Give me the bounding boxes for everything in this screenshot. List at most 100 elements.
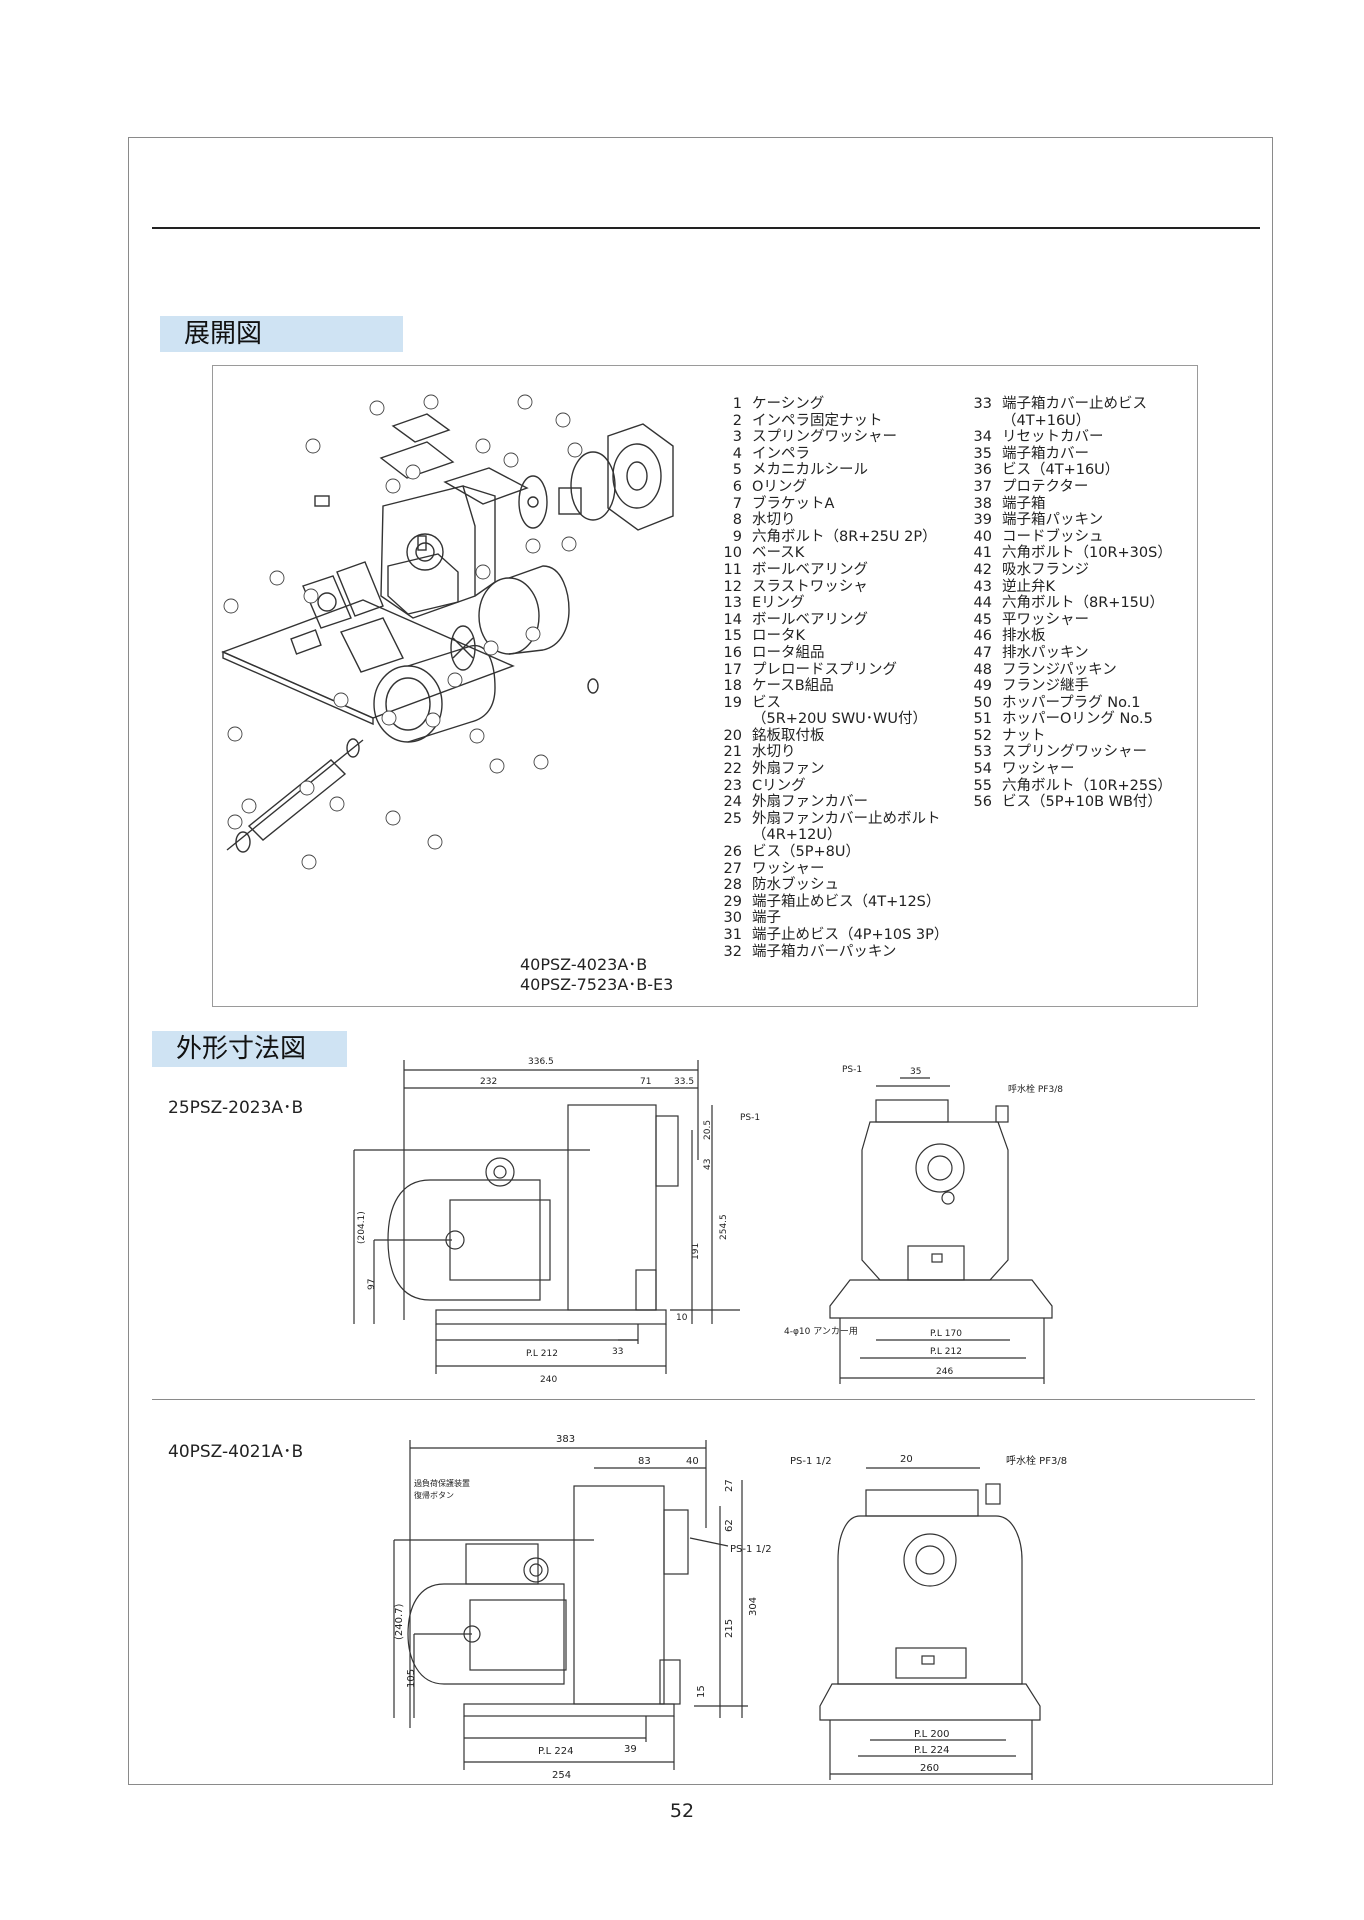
dimension-drawing-title: 外形寸法図 (152, 1031, 347, 1067)
m2-dim-bottom-offset: 39 (624, 1744, 637, 1755)
part-number: 46 (973, 628, 992, 645)
m1-ps-side: PS-1 (740, 1113, 760, 1123)
part-name: 吸水フランジ (1002, 561, 1089, 578)
exploded-diagram (221, 394, 674, 870)
part-number: 16 (723, 644, 742, 661)
part-number: 48 (973, 661, 992, 678)
part-number: 18 (723, 678, 742, 695)
part-number: 20 (723, 727, 742, 744)
part-name: スプリングワッシャー (752, 429, 897, 446)
part-number: 54 (973, 761, 992, 778)
m2-dim-a: 83 (638, 1456, 651, 1467)
part-number: 27 (723, 860, 742, 877)
m1-dim-h2: 97 (367, 1279, 377, 1290)
m1-dim-bottom-offset: 33 (612, 1347, 623, 1357)
part-number: 41 (973, 545, 992, 562)
m2-ps-side: PS-1 1/2 (730, 1544, 772, 1555)
m1-dim-h1: (204.1) (357, 1211, 367, 1244)
part-name: メカニカルシール (752, 462, 868, 479)
part-name: 六角ボルト（10R+30S） (1002, 545, 1172, 562)
model1-front-view: PS-1 35 呼水栓 PF3/8 4-φ10 アンカー用 P.L 170 P.… (784, 1065, 1063, 1384)
part-number: 53 (973, 744, 992, 761)
part-number: 34 (973, 429, 992, 446)
parts-list-row: 16 ロータ組品 (712, 645, 948, 662)
part-name: 防水ブッシュ (752, 877, 839, 894)
part-number: 43 (973, 578, 992, 595)
parts-list-row: （4T+16U） (962, 413, 1172, 430)
m2-dim-base: 254 (552, 1770, 571, 1781)
part-name: スラストワッシャ (752, 578, 868, 595)
part-number: 30 (723, 910, 742, 927)
part-number: 5 (732, 462, 742, 479)
part-name: 排水板 (1002, 628, 1046, 645)
m2-dim-h2: 105 (406, 1669, 417, 1688)
m1-dim-overall: 336.5 (528, 1057, 554, 1067)
page-number: 52 (669, 1800, 695, 1822)
m1-dim-h4: 191 (691, 1243, 701, 1260)
part-name: ロータ組品 (752, 644, 825, 661)
part-number: 33 (973, 396, 992, 412)
part-number (962, 413, 1002, 430)
part-number: 49 (973, 678, 992, 695)
part-name: 六角ボルト（8R+15U） (1002, 595, 1165, 612)
part-name: ナット (1002, 727, 1046, 744)
part-number: 26 (723, 844, 742, 861)
parts-list-row: 46 排水板 (962, 628, 1172, 645)
m2-front-width-top: 20 (900, 1454, 913, 1465)
m2-front-pl1: P.L 200 (914, 1729, 950, 1740)
part-name: Eリング (752, 595, 805, 612)
part-number: 7 (732, 495, 742, 512)
model2-name: 40PSZ-4021A･B (168, 1442, 304, 1462)
part-name: ビス（5P+10B WB付） (1002, 794, 1162, 811)
m2-front-pl2: P.L 224 (914, 1745, 950, 1756)
exploded-view-title: 展開図 (160, 316, 403, 352)
model2-front-view: PS-1 1/2 20 呼水栓 PF3/8 P.L 200 P.L 224 26… (790, 1454, 1067, 1780)
part-name: 逆止弁K (1002, 578, 1056, 595)
m1-dim-base: 240 (540, 1375, 557, 1385)
part-number: 29 (723, 893, 742, 910)
part-number: 45 (973, 611, 992, 628)
part-number: 50 (973, 694, 992, 711)
part-name: 六角ボルト（10R+25S） (1002, 777, 1172, 794)
part-name: ブラケットA (752, 495, 835, 512)
part-number: 15 (723, 628, 742, 645)
part-number: 36 (973, 462, 992, 479)
part-name: ボールベアリング (752, 611, 868, 628)
part-number: 6 (732, 478, 742, 495)
part-number: 52 (973, 727, 992, 744)
part-name: 端子箱 (1002, 495, 1046, 512)
part-name: プレロードスプリング (752, 661, 897, 678)
part-number: 37 (973, 478, 992, 495)
m1-dim-h3: 254.5 (719, 1214, 729, 1240)
part-name: 外扇ファンカバー (752, 794, 868, 811)
m1-front-width-top: 35 (910, 1067, 921, 1077)
part-number (712, 827, 752, 844)
part-name: 端子止めビス（4P+10S 3P） (752, 927, 949, 943)
part-name: ビス (752, 694, 781, 711)
part-name: 端子箱カバー (1002, 445, 1089, 462)
m1-dim-b: 71 (640, 1077, 651, 1087)
part-number: 51 (973, 711, 992, 728)
part-name: ワッシャー (1002, 761, 1075, 778)
